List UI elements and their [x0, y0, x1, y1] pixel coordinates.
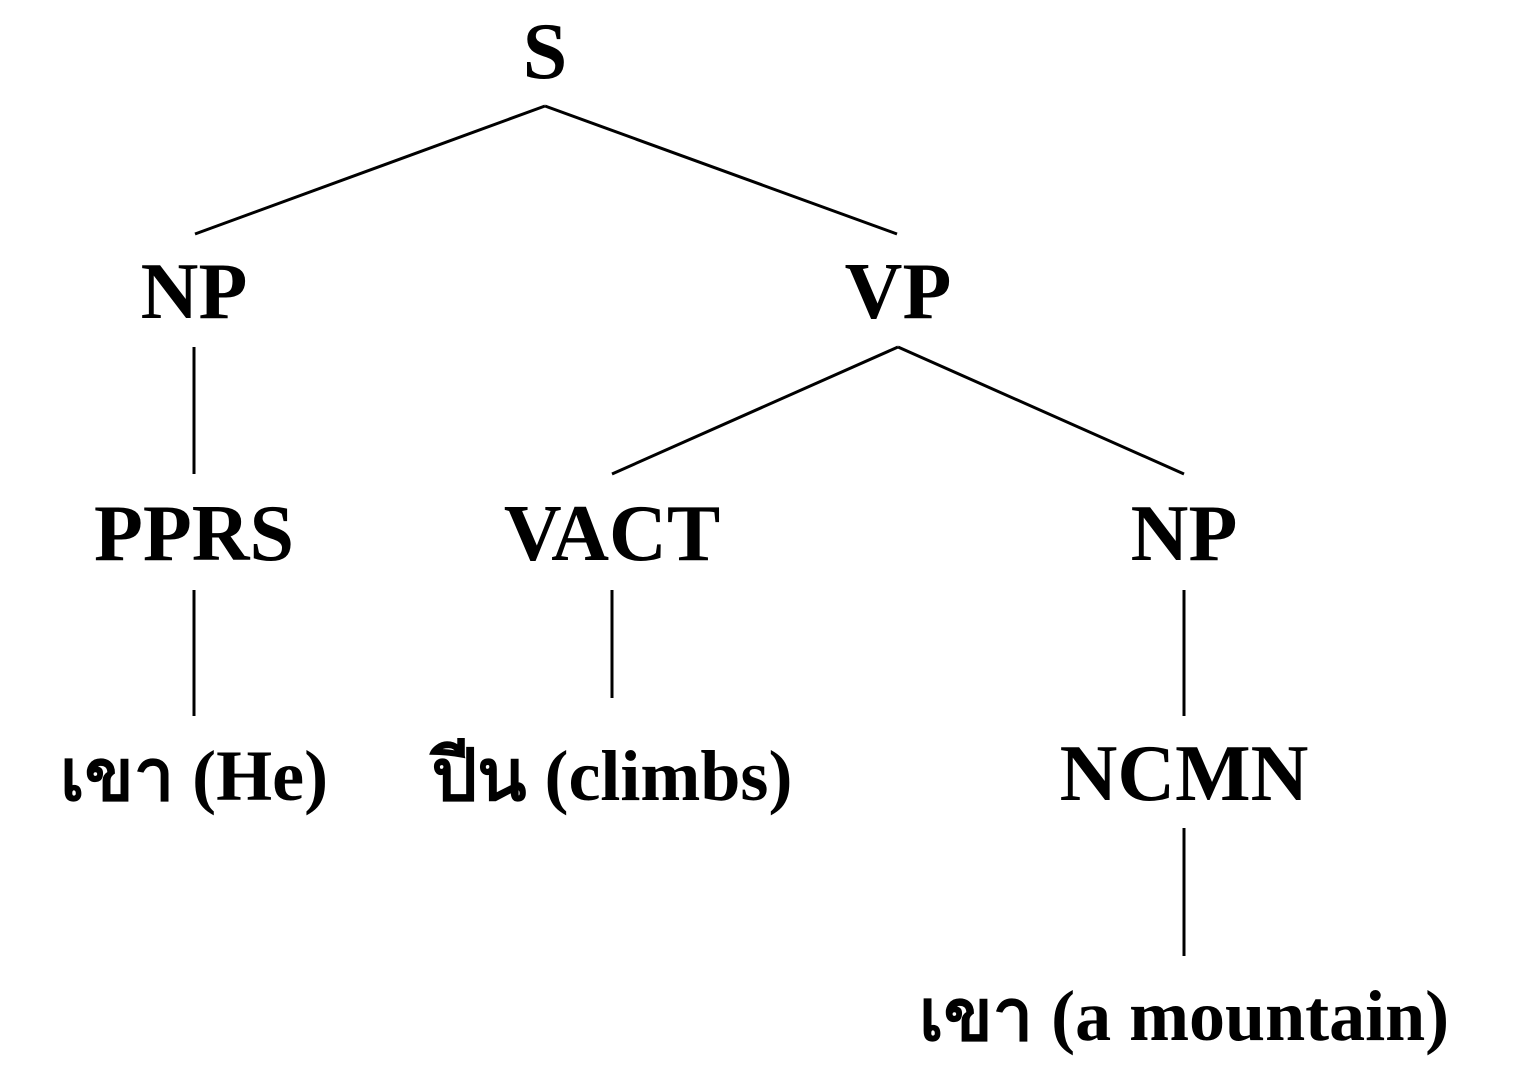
edge-vp-vact — [611, 345, 899, 476]
tree-leaves: เขา (He) ปีน (climbs) เขา (a mountain) — [60, 736, 1449, 1056]
tree-nodes: S NP VP PPRS VACT NP NCMN — [94, 8, 1308, 818]
edge-s-vp — [544, 104, 898, 236]
tree-branches — [192, 104, 1186, 956]
node-np-subject: NP — [141, 248, 248, 336]
node-vp: VP — [845, 248, 952, 336]
edge-vp-np — [897, 345, 1185, 476]
node-s: S — [523, 8, 568, 96]
node-np-object: NP — [1131, 490, 1238, 578]
edge-s-np — [194, 104, 546, 236]
leaf-climbs: ปีน (climbs) — [428, 736, 792, 816]
node-vact: VACT — [504, 490, 720, 578]
leaf-he: เขา (He) — [60, 736, 328, 816]
node-ncmn: NCMN — [1060, 730, 1309, 818]
node-pprs: PPRS — [94, 490, 294, 578]
leaf-mountain: เขา (a mountain) — [919, 976, 1449, 1056]
